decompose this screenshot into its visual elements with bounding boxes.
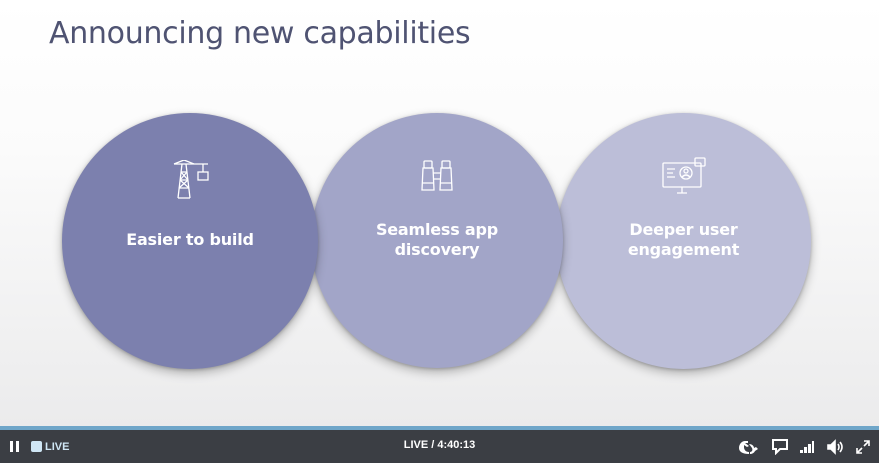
live-badge[interactable]: LIVE <box>31 439 69 454</box>
crane-icon <box>173 160 209 199</box>
capability-circle-discovery: Seamless app discovery <box>311 113 563 368</box>
pause-icon <box>9 441 13 452</box>
quality-button[interactable] <box>797 437 817 456</box>
circle-label-build: Easier to build <box>126 230 254 249</box>
playback-progress-bar[interactable] <box>0 426 879 430</box>
sign-language-icon <box>739 440 758 454</box>
sign-language-button[interactable] <box>737 437 761 456</box>
live-label: LIVE <box>45 440 70 453</box>
captions-icon <box>772 439 788 455</box>
binoculars-icon <box>421 160 453 191</box>
quality-icon <box>800 440 814 453</box>
circle-label-engagement: Deeper user engagement <box>627 220 740 259</box>
live-indicator-icon <box>31 441 42 452</box>
player-control-bar: LIVE LIVE / 4:40:13 <box>0 430 879 463</box>
capability-circle-build: Easier to build <box>62 113 318 369</box>
slide: Announcing new capabilities Easier to bu… <box>0 0 879 427</box>
fullscreen-button[interactable] <box>853 437 873 456</box>
slide-title: Announcing new capabilities <box>49 16 471 51</box>
monitor-user-icon <box>661 157 706 194</box>
volume-button[interactable] <box>825 437 845 456</box>
volume-icon <box>827 438 843 455</box>
pause-button[interactable] <box>8 438 24 455</box>
circle-label-discovery: Seamless app discovery <box>375 220 499 259</box>
fullscreen-icon <box>856 439 870 454</box>
timecode: LIVE / 4:40:13 <box>403 439 476 451</box>
captions-button[interactable] <box>770 437 790 456</box>
capability-circle-engagement: Deeper user engagement <box>556 113 811 369</box>
